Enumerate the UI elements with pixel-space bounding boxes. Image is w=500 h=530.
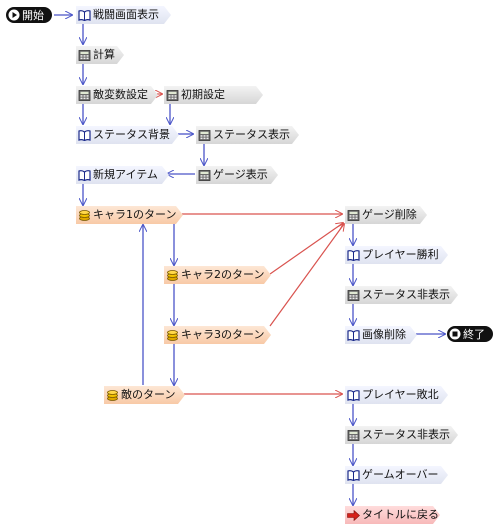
calculator-icon: [78, 50, 91, 61]
stop-icon: [449, 328, 461, 340]
red-arrow-icon: [347, 510, 360, 521]
node-chara1-turn[interactable]: キャラ1のターン: [76, 206, 183, 224]
node-status-show[interactable]: ステータス表示: [196, 126, 299, 144]
node-gauge-delete[interactable]: ゲージ削除: [345, 206, 427, 224]
node-status-show-label: ステータス表示: [213, 128, 290, 141]
node-player-lose-label: プレイヤー敗北: [362, 388, 439, 401]
book-icon: [347, 470, 360, 481]
node-player-win-label: プレイヤー勝利: [362, 248, 439, 261]
node-init[interactable]: 初期設定: [164, 86, 263, 104]
node-enemy-turn[interactable]: 敵のターン: [104, 386, 185, 404]
calculator-icon: [166, 90, 179, 101]
node-back-title[interactable]: タイトルに戻る: [345, 506, 440, 524]
edge-chara3-gaugedel: [269, 224, 344, 327]
edge-chara2-gaugedel: [269, 223, 343, 275]
node-status-hide-1-label: ステータス非表示: [362, 288, 450, 301]
node-status-hide-1[interactable]: ステータス非表示: [345, 286, 458, 304]
start-node[interactable]: 開始: [6, 7, 52, 23]
coins-icon: [106, 390, 119, 401]
node-game-over-label: ゲームオーバー: [362, 468, 439, 481]
play-icon: [8, 9, 20, 21]
coins-icon: [78, 210, 91, 221]
node-image-delete[interactable]: 画像削除: [345, 326, 417, 344]
node-new-item[interactable]: 新規アイテム: [76, 166, 169, 184]
node-player-win[interactable]: プレイヤー勝利: [345, 246, 448, 264]
node-status-bg[interactable]: ステータス背景: [76, 126, 179, 144]
node-gauge-show[interactable]: ゲージ表示: [196, 166, 278, 184]
end-label: 終了: [463, 328, 485, 341]
node-chara3-turn[interactable]: キャラ3のターン: [164, 326, 271, 344]
node-calc[interactable]: 計算: [76, 46, 124, 64]
node-new-item-label: 新規アイテム: [93, 168, 158, 181]
book-icon: [347, 330, 360, 341]
node-chara2-turn-label: キャラ2のターン: [181, 268, 265, 281]
node-battle-screen-label: 戦闘画面表示: [93, 8, 159, 21]
node-battle-screen[interactable]: 戦闘画面表示: [76, 6, 171, 24]
node-gauge-delete-label: ゲージ削除: [362, 208, 417, 221]
node-back-title-label: タイトルに戻る: [362, 508, 439, 521]
start-label: 開始: [22, 9, 44, 22]
calculator-icon: [347, 210, 360, 221]
calculator-icon: [78, 90, 91, 101]
calculator-icon: [347, 430, 360, 441]
coins-icon: [166, 270, 179, 281]
node-enemy-turn-label: 敵のターン: [121, 388, 176, 401]
node-init-label: 初期設定: [181, 88, 225, 101]
book-icon: [347, 250, 360, 261]
node-calc-label: 計算: [93, 48, 115, 61]
node-enemy-vars[interactable]: 敵変数設定: [76, 86, 158, 104]
coins-icon: [166, 330, 179, 341]
book-icon: [78, 130, 91, 141]
node-gauge-show-label: ゲージ表示: [213, 168, 268, 181]
node-chara2-turn[interactable]: キャラ2のターン: [164, 266, 271, 284]
node-enemy-vars-label: 敵変数設定: [93, 88, 148, 101]
node-status-hide-2[interactable]: ステータス非表示: [345, 426, 458, 444]
node-status-hide-2-label: ステータス非表示: [362, 428, 450, 441]
book-icon: [78, 10, 91, 21]
node-player-lose[interactable]: プレイヤー敗北: [345, 386, 448, 404]
node-status-bg-label: ステータス背景: [93, 128, 170, 141]
book-icon: [347, 390, 360, 401]
calculator-icon: [347, 290, 360, 301]
node-image-delete-label: 画像削除: [362, 328, 406, 341]
node-chara3-turn-label: キャラ3のターン: [181, 328, 265, 341]
calculator-icon: [198, 170, 211, 181]
book-icon: [78, 170, 91, 181]
node-chara1-turn-label: キャラ1のターン: [93, 208, 177, 221]
node-game-over[interactable]: ゲームオーバー: [345, 466, 448, 484]
calculator-icon: [198, 130, 211, 141]
end-node[interactable]: 終了: [447, 326, 493, 342]
